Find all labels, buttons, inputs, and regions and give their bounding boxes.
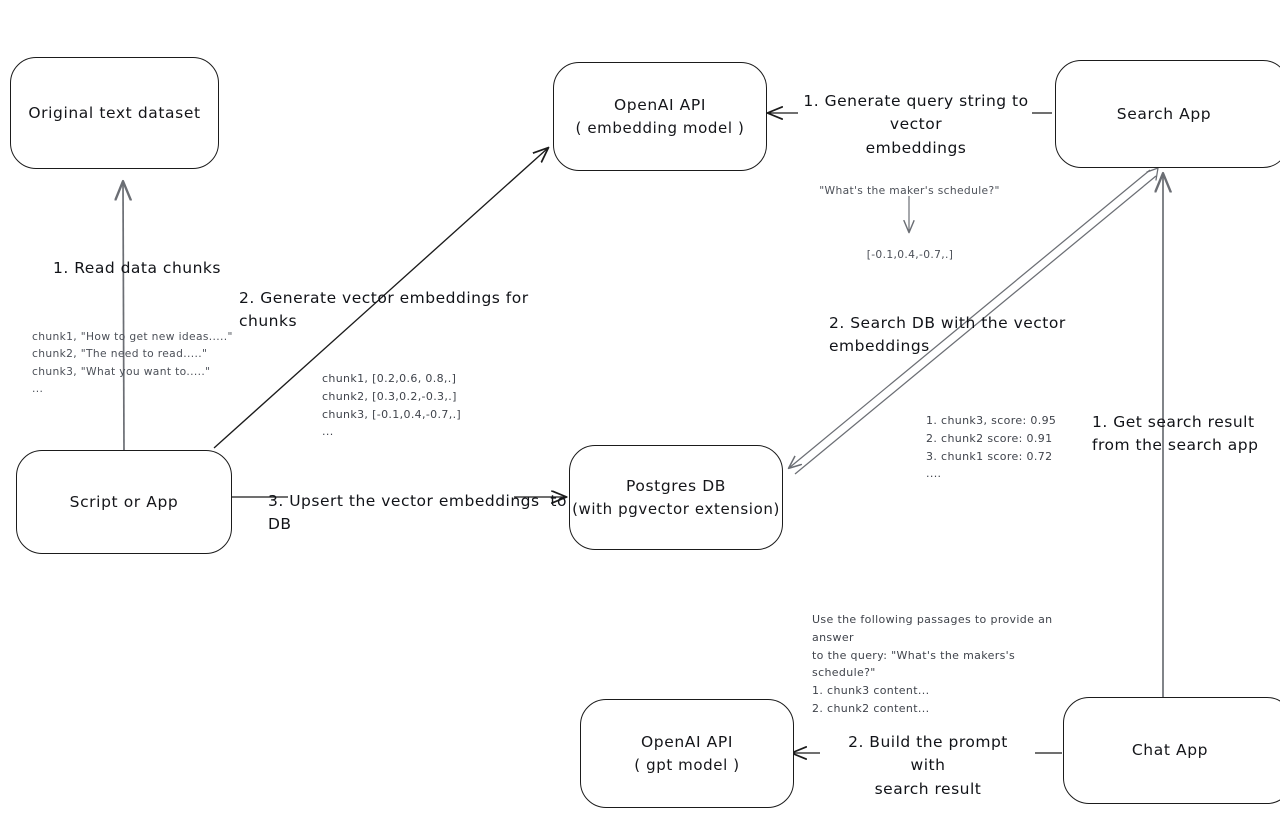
node-original-text-dataset[interactable]: Original text dataset (10, 57, 219, 169)
node-openai-embedding-api[interactable]: OpenAI API ( embedding model ) (553, 62, 767, 171)
annotation-query-vector: [-0.1,0.4,-0.7,.] (866, 248, 954, 261)
node-script-or-app[interactable]: Script or App (16, 450, 232, 554)
node-search-app-label: Search App (1116, 104, 1212, 123)
node-postgres-db-label: Postgres DB (625, 476, 726, 495)
node-chat-app-label: Chat App (1131, 741, 1209, 760)
edge-read-data-chunks (123, 182, 124, 453)
node-original-text-dataset-label: Original text dataset (28, 103, 201, 122)
edge-label-generate-vector-embeddings: 2. Generate vector embeddings for chunks (239, 289, 535, 331)
annotation-search-scores: 1. chunk3, score: 0.95 2. chunk2 score: … (926, 414, 1057, 481)
node-postgres-db-sublabel: (with pgvector extension) (572, 499, 780, 518)
node-openai-gpt-api-label: OpenAI API (640, 732, 734, 751)
annotation-query-string: "What's the maker's schedule?" (819, 184, 1000, 197)
edge-label-upsert-to-db: 3. Upsert the vector embeddings to DB (268, 492, 567, 534)
annotation-chunks-text: chunk1, "How to get new ideas....." chun… (32, 330, 233, 395)
node-openai-embedding-api-sublabel: ( embedding model ) (575, 118, 745, 137)
node-openai-embedding-api-label: OpenAI API (613, 95, 707, 114)
edge-label-read-data-chunks: 1. Read data chunks (53, 259, 221, 277)
edge-label-generate-query-string: 1. Generate query string to vector embed… (803, 92, 1029, 157)
node-openai-gpt-api-sublabel: ( gpt model ) (634, 755, 740, 774)
edge-label-search-db: 2. Search DB with the vector embeddings (829, 314, 1072, 356)
node-script-or-app-label: Script or App (69, 492, 179, 511)
node-chat-app[interactable]: Chat App (1063, 697, 1280, 804)
edge-label-build-prompt: 2. Build the prompt with search result (848, 733, 1008, 798)
annotation-chunk-vectors: chunk1, [0.2,0.6, 0.8,.] chunk2, [0.3,0.… (322, 372, 462, 439)
node-openai-gpt-api[interactable]: OpenAI API ( gpt model ) (580, 699, 794, 808)
node-search-app[interactable]: Search App (1055, 60, 1280, 168)
edge-label-get-search-result: 1. Get search result from the search app (1092, 413, 1259, 455)
annotation-prompt-text: Use the following passages to provide an… (812, 613, 1053, 716)
node-postgres-db[interactable]: Postgres DB (with pgvector extension) (569, 445, 783, 550)
